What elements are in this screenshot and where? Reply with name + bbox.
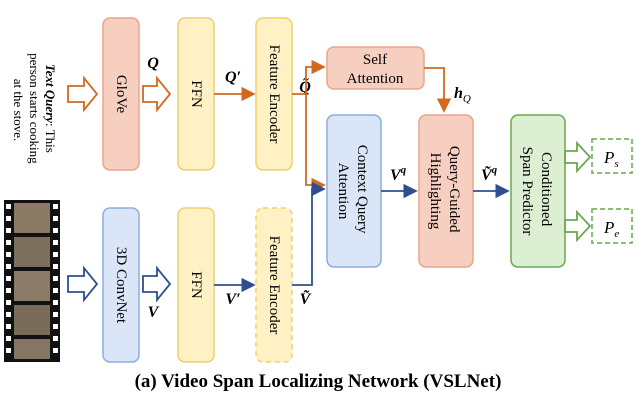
symbol-V-q: Vq (390, 164, 407, 184)
feature-encoder-text-block: Feature Encoder (255, 17, 293, 171)
svg-text:Ps: Ps (603, 148, 619, 170)
glove-block: GloVe (102, 17, 140, 171)
context-query-attention-block: Context Query Attention (326, 114, 382, 268)
svg-text:Context Query Attention: Context Query Attention (335, 145, 370, 237)
svg-text:FFN: FFN (188, 80, 204, 108)
video-input-arrow (67, 265, 99, 303)
symbol-Q-prime: Q′ (225, 69, 241, 86)
query-guided-highlighting-block: Query-Guided Highlighting (418, 114, 474, 268)
svg-text:Pe: Pe (603, 218, 619, 240)
ps-output-box: Ps (591, 138, 633, 174)
figure-caption: (a) Video Span Localizing Network (VSLNe… (134, 371, 502, 392)
svg-text:Feature Encoder: Feature Encoder (266, 236, 282, 335)
v-tilde-to-cqa-arrow (292, 181, 326, 286)
self-attention-block: Self Attention (326, 46, 425, 90)
symbol-V-tilde-q: Ṽq (481, 164, 498, 184)
svg-text:Feature Encoder: Feature Encoder (266, 45, 282, 144)
3d-convnet-block: 3D ConvNet (102, 207, 140, 363)
svg-text:3D ConvNet: 3D ConvNet (113, 247, 129, 324)
text-input-arrow (67, 75, 99, 113)
svg-text:GloVe: GloVe (113, 75, 129, 114)
q-tilde-to-cqa-arrow (305, 94, 326, 193)
video-frames-image (4, 200, 60, 362)
conditioned-span-predictor-block: Conditioned Span Predictor (510, 114, 566, 268)
svg-text:FFN: FFN (188, 271, 204, 299)
text-query: Text Query: This person starts cooking a… (11, 53, 58, 167)
ps-arrow (564, 140, 592, 174)
v-arrow (142, 265, 172, 303)
pe-arrow (564, 209, 592, 243)
q-tilde-to-self-attention-arrow (292, 59, 326, 95)
symbol-V-tilde: Ṽ (300, 289, 312, 308)
symbol-V-prime: V′ (225, 291, 240, 308)
svg-text:Conditioned Span Predict: Conditioned Span Predictor (519, 147, 554, 236)
pe-output-box: Pe (591, 208, 633, 244)
h-q-arrow (424, 67, 452, 113)
symbol-h-Q: hQ (454, 85, 471, 105)
q-arrow (142, 75, 172, 113)
feature-encoder-video-block: Feature Encoder (255, 207, 293, 363)
ffn-text-block: FFN (177, 17, 215, 171)
ffn-video-block: FFN (177, 207, 215, 363)
svg-text:Query-Guided Highlightin: Query-Guided Highlighting (427, 146, 462, 236)
svg-text:Self: Self (363, 52, 387, 68)
symbol-Q: Q (147, 55, 159, 72)
symbol-V: V (148, 304, 160, 321)
svg-text:Attention: Attention (347, 71, 404, 87)
